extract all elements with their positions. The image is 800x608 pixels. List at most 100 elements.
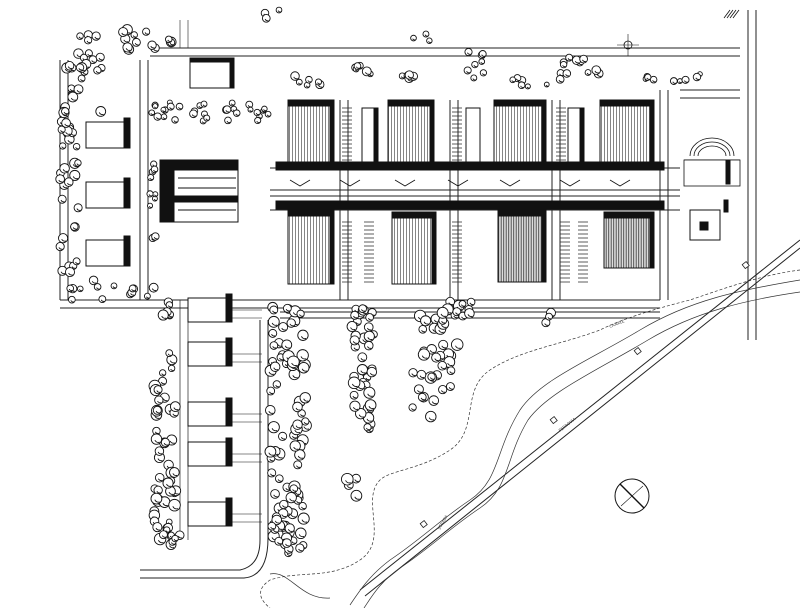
tree-icon <box>297 512 310 525</box>
tree-icon <box>281 339 293 351</box>
tree-icon <box>579 54 588 64</box>
tree-icon <box>267 468 277 478</box>
tree-icon <box>295 543 305 553</box>
building <box>85 235 131 267</box>
tree-icon <box>153 385 163 395</box>
river-course <box>260 269 800 608</box>
tree-icon <box>438 339 449 350</box>
tree-icon <box>364 340 374 351</box>
tree-icon <box>436 306 449 319</box>
tree-icon <box>57 125 66 134</box>
central-block <box>159 159 239 223</box>
building <box>187 337 233 367</box>
factory-hall <box>603 211 655 269</box>
parking-bays-north <box>342 107 588 283</box>
east-features <box>683 137 741 241</box>
tree-icon <box>361 66 372 77</box>
tree-icon <box>69 169 81 181</box>
tree-icon <box>147 40 157 50</box>
building <box>187 397 233 427</box>
tree-icon <box>278 322 289 333</box>
south-factory-halls <box>287 209 655 285</box>
central-axis <box>275 161 665 210</box>
tree-icon <box>289 440 301 452</box>
tree-icon <box>450 338 464 351</box>
tree-icon <box>692 72 702 82</box>
tree-icon <box>349 335 360 346</box>
tree-icon <box>301 417 310 426</box>
tree-icon <box>70 222 79 231</box>
tree-icon <box>73 84 84 95</box>
tree-icon <box>466 297 476 307</box>
tree-icon <box>555 74 565 84</box>
tree-icon <box>267 315 280 328</box>
tree-icon <box>425 410 437 423</box>
tree-icon <box>270 489 280 499</box>
tree-icon <box>591 65 602 75</box>
north-factory-halls <box>287 99 655 171</box>
tree-icon <box>284 523 295 534</box>
tree-icon <box>91 31 101 41</box>
tree-icon <box>349 400 361 412</box>
tree-icon <box>446 366 456 375</box>
tree-icon <box>417 392 427 402</box>
tree-icon <box>357 352 368 363</box>
building <box>187 437 233 467</box>
rail-label: FERROVIA <box>558 416 577 432</box>
tree-icon <box>464 308 475 319</box>
tree-icon <box>417 348 431 361</box>
tree-icon <box>57 194 67 204</box>
road-label: STRADA <box>437 514 450 531</box>
tree-icon <box>169 467 180 478</box>
tree-icon <box>93 66 102 75</box>
tree-icon <box>363 423 372 432</box>
building <box>187 497 233 527</box>
tree-icon <box>350 310 360 320</box>
tree-icon <box>154 473 165 483</box>
tree-icon <box>169 401 181 412</box>
west-residential-blocks <box>85 57 239 267</box>
tree-icon <box>153 112 162 121</box>
tree-icon <box>341 472 354 486</box>
north-arrow-icon <box>617 34 639 56</box>
tree-icon <box>267 421 280 434</box>
compass-rose-icon <box>614 478 650 514</box>
tree-icon <box>297 329 309 341</box>
tree-icon <box>61 107 70 116</box>
tree-icon <box>268 328 278 338</box>
tree-icon <box>464 47 473 57</box>
building <box>187 293 233 323</box>
tree-icon <box>681 75 690 84</box>
small-pavilion <box>689 209 721 241</box>
tree-icon <box>463 66 472 75</box>
tree-icon <box>154 446 165 456</box>
tree-icon <box>292 401 303 413</box>
tree-icon <box>365 313 374 322</box>
tree-icon <box>366 366 378 378</box>
tree-icon <box>162 477 174 489</box>
tree-icon <box>64 177 74 187</box>
tree-icon <box>363 386 376 399</box>
tree-icon <box>287 355 300 369</box>
tree-icon <box>73 203 83 213</box>
tree-icon <box>355 407 367 420</box>
tree-icon <box>278 431 288 441</box>
tree-icon <box>157 309 169 321</box>
railway-line <box>359 239 800 597</box>
tree-icon <box>274 474 284 483</box>
tree-icon <box>189 109 198 119</box>
factory-hall <box>387 99 435 171</box>
factory-hall <box>287 99 335 171</box>
tree-icon <box>297 361 310 374</box>
tree-icon <box>282 538 292 548</box>
tree-icon <box>160 437 170 447</box>
tree-icon <box>350 489 363 502</box>
tree-icon <box>299 392 311 404</box>
tree-icon <box>265 404 276 416</box>
factory-hall <box>391 211 437 285</box>
tree-icon <box>152 522 163 533</box>
tree-icon <box>404 70 414 80</box>
tree-icon <box>358 304 367 313</box>
tree-icon <box>118 27 129 38</box>
